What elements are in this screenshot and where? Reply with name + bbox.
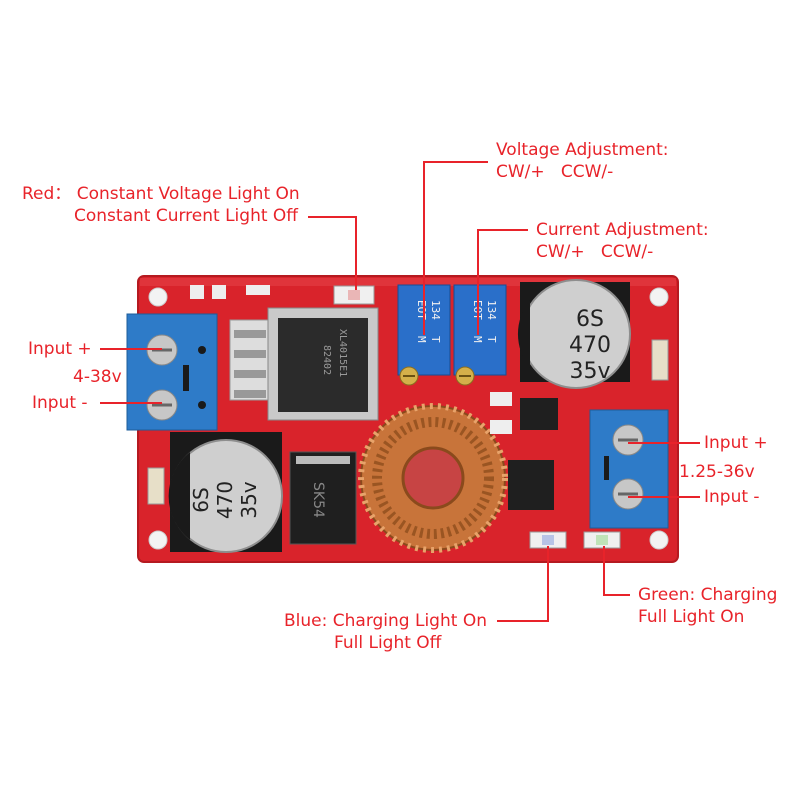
pot-marking: 134 (485, 300, 498, 320)
pot-marking: M (415, 336, 428, 343)
output-minus-right-label: Input - (704, 487, 760, 507)
leader-green-led (603, 546, 630, 596)
ic-marking: 82402 (321, 345, 332, 375)
smd-component (490, 392, 512, 406)
pot-marking: T (429, 336, 442, 343)
cap-marking: 6S (576, 307, 604, 332)
regulator-ic: XL4015E1 82402 (229, 307, 379, 421)
cap-marking: 35v (569, 359, 610, 384)
current-potentiometer: 134 T EOT M (453, 284, 507, 386)
leader-current (477, 229, 528, 335)
green-led-label: Green: Charging Full Light On (638, 585, 778, 627)
blue-led-label: Blue: Charging Light On Full Light Off (284, 611, 487, 653)
input-range-left-label: 4-38v (73, 367, 122, 387)
cap-marking: 470 (213, 481, 237, 519)
cap-marking: 35v (237, 481, 261, 518)
mount-hole (649, 287, 669, 307)
capacitor-right: 6S 470 35v (517, 279, 631, 389)
smd-component (490, 420, 512, 434)
leader-blue-led (497, 546, 549, 622)
red-led-label: Red： Constant Voltage Light On Constant … (22, 184, 300, 226)
ic-marking: XL4015E1 (337, 329, 348, 377)
output-terminal-block (589, 409, 669, 529)
output-plus-right-label: Input + (704, 433, 768, 453)
leader-red-led (308, 216, 357, 290)
mount-hole (148, 287, 168, 307)
cap-marking: 6S (189, 487, 213, 512)
mount-hole (148, 530, 168, 550)
diode: SK54 (289, 451, 357, 545)
pot-marking: 134 (429, 300, 442, 320)
input-plus-left-label: Input + (28, 339, 92, 359)
inductor-coil (358, 403, 508, 553)
smd-component (147, 467, 165, 505)
smd-component (651, 339, 669, 381)
voltage-adjustment-label: Voltage Adjustment: CW/+ CCW/- (496, 140, 669, 182)
current-adjustment-label: Current Adjustment: CW/+ CCW/- (536, 220, 709, 262)
pot-marking: M (471, 336, 484, 343)
input-minus-left-label: Input - (32, 393, 88, 413)
output-range-right-label: 1.25-36v (679, 462, 755, 482)
cap-marking: 470 (569, 333, 611, 358)
diode-marking: SK54 (310, 482, 326, 518)
pot-marking: T (485, 336, 498, 343)
leader-lines (100, 161, 700, 622)
smd-transistor (520, 398, 558, 430)
capacitor-left: 6S 470 35v (168, 432, 283, 553)
pot-marking: EOT (415, 300, 428, 320)
smd-chip (508, 460, 554, 510)
mount-hole (649, 530, 669, 550)
leader-voltage (423, 161, 488, 335)
input-terminal-block (126, 313, 218, 431)
